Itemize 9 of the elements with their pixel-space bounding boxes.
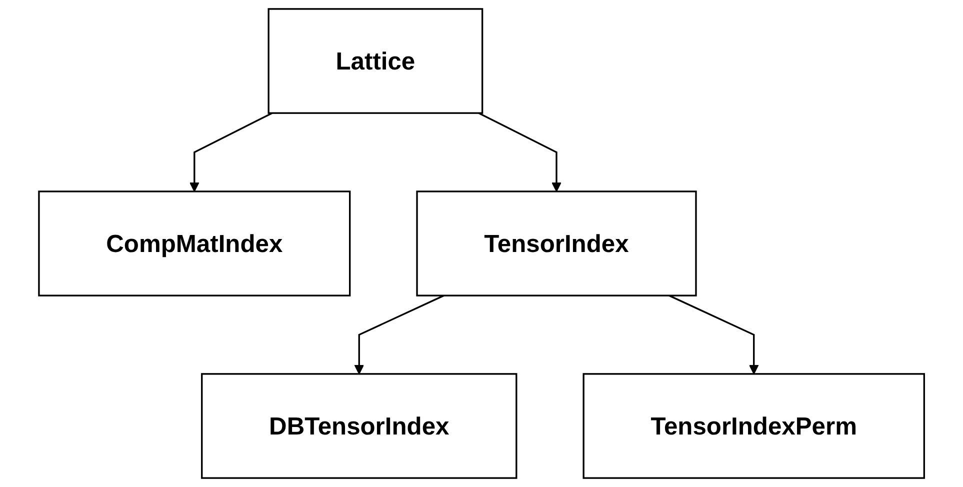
arrow <box>354 294 444 374</box>
arrow <box>668 294 759 374</box>
node-box: TensorIndexPerm <box>582 373 925 479</box>
node-box: TensorIndex <box>416 190 697 296</box>
node-box: Lattice <box>268 8 484 114</box>
node-box: DBTensorIndex <box>200 373 518 479</box>
arrow <box>478 112 562 192</box>
node-box: CompMatIndex <box>38 190 351 296</box>
arrow <box>189 112 272 192</box>
